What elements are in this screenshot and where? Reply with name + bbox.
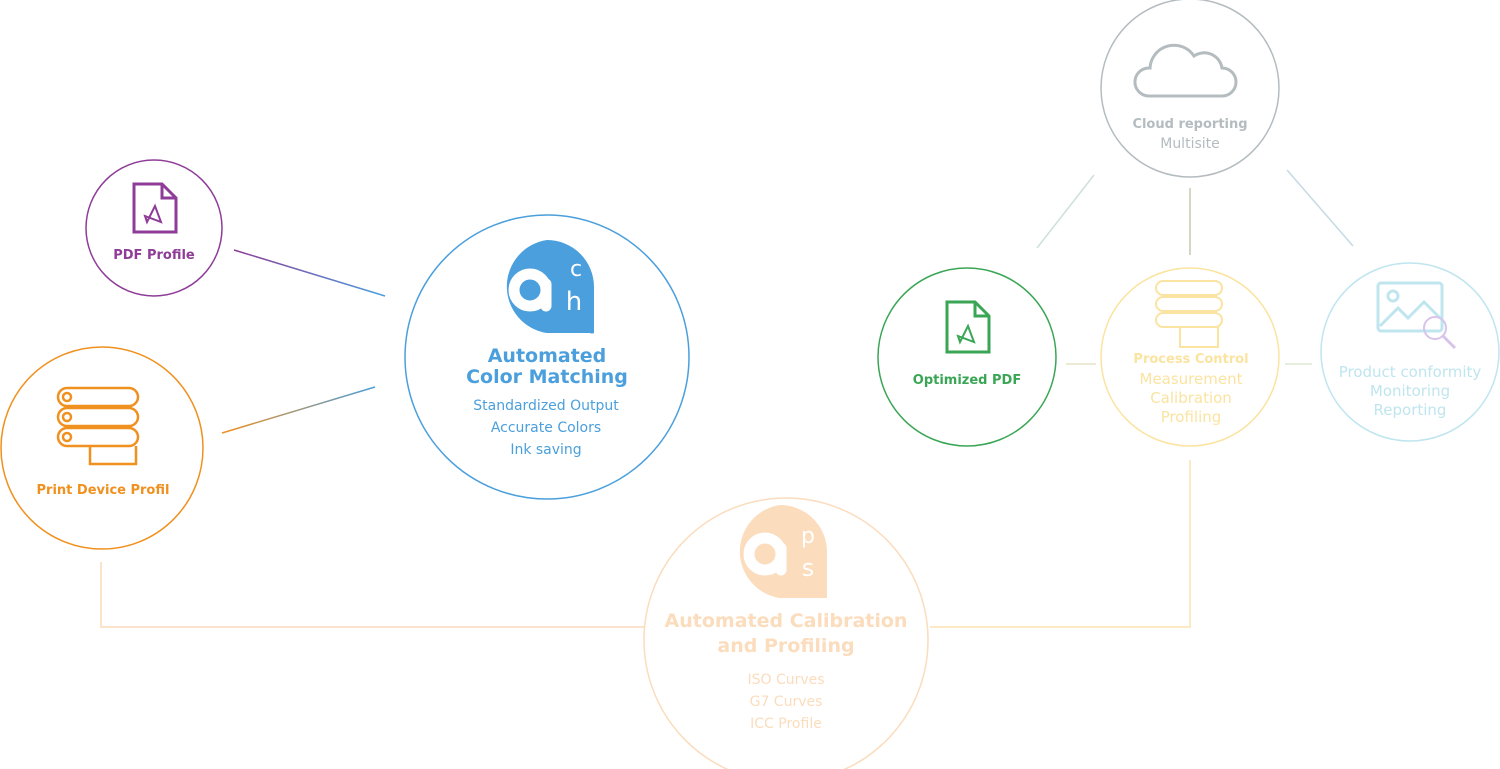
node-product-conformity[interactable]: Product conformity Monitoring Reporting: [1320, 262, 1500, 442]
connector-pdf-acm: [233, 249, 386, 297]
acm-feature: Standardized Output: [473, 398, 619, 414]
node-automated-color-matching[interactable]: c h Automated Color Matching Standardize…: [404, 214, 690, 500]
pdf-file-icon: [945, 300, 991, 354]
aps-feature: ICC Profile: [750, 716, 822, 732]
aps-logo: p s: [739, 505, 827, 598]
svg-text:h: h: [566, 287, 582, 317]
node-optimized-pdf[interactable]: Optimized PDF: [877, 267, 1057, 447]
node-print-device[interactable]: Print Device Profil: [0, 346, 204, 550]
product-conformity-item: Product conformity: [1339, 363, 1482, 381]
product-conformity-item: Monitoring: [1370, 382, 1450, 400]
aps-feature: G7 Curves: [750, 694, 823, 710]
connector-cloud-product: [1286, 169, 1354, 247]
acm-feature: Accurate Colors: [491, 420, 601, 436]
product-conformity-item: Reporting: [1374, 401, 1447, 419]
connector-aps-process: [930, 460, 1191, 628]
aps-title-line1: Automated Calibration: [665, 610, 908, 632]
svg-text:s: s: [802, 554, 815, 582]
acm-feature: Ink saving: [510, 442, 581, 458]
process-control-title: Process Control: [1133, 352, 1248, 367]
svg-text:c: c: [570, 257, 582, 282]
acm-logo: c h: [506, 240, 594, 334]
node-process-control[interactable]: Process Control Measurement Calibration …: [1100, 267, 1280, 447]
node-pdf-profile[interactable]: PDF Profile: [85, 159, 223, 297]
printer-rolls-icon: [56, 386, 140, 466]
connector-print-acm: [221, 386, 376, 434]
aps-feature: ISO Curves: [747, 672, 824, 688]
process-control-item: Calibration: [1150, 389, 1232, 407]
pdf-profile-label: PDF Profile: [113, 248, 195, 263]
process-control-item: Measurement: [1140, 370, 1243, 388]
process-control-item: Profiling: [1161, 408, 1222, 426]
aps-title-line2: and Profiling: [717, 635, 854, 657]
node-cloud-reporting[interactable]: Cloud reporting Multisite: [1100, 0, 1280, 178]
acm-title-line2: Color Matching: [466, 366, 628, 388]
connector-print-aps: [100, 562, 645, 628]
print-device-label: Print Device Profil: [37, 483, 170, 498]
pdf-file-icon: [132, 182, 178, 234]
cloud-reporting-title: Cloud reporting: [1132, 117, 1247, 132]
node-automated-calibration[interactable]: p s Automated Calibration and Profiling …: [643, 497, 929, 769]
connector-cloud-opt: [1036, 174, 1095, 249]
optimized-pdf-label: Optimized PDF: [913, 373, 1021, 388]
printer-rolls-icon: [1155, 280, 1223, 348]
acm-title-line1: Automated: [488, 345, 607, 367]
image-search-icon: [1376, 281, 1457, 350]
svg-text:p: p: [801, 524, 815, 549]
connectors: [100, 169, 1354, 628]
cloud-icon: [1133, 43, 1238, 98]
cloud-reporting-sub: Multisite: [1160, 136, 1220, 152]
